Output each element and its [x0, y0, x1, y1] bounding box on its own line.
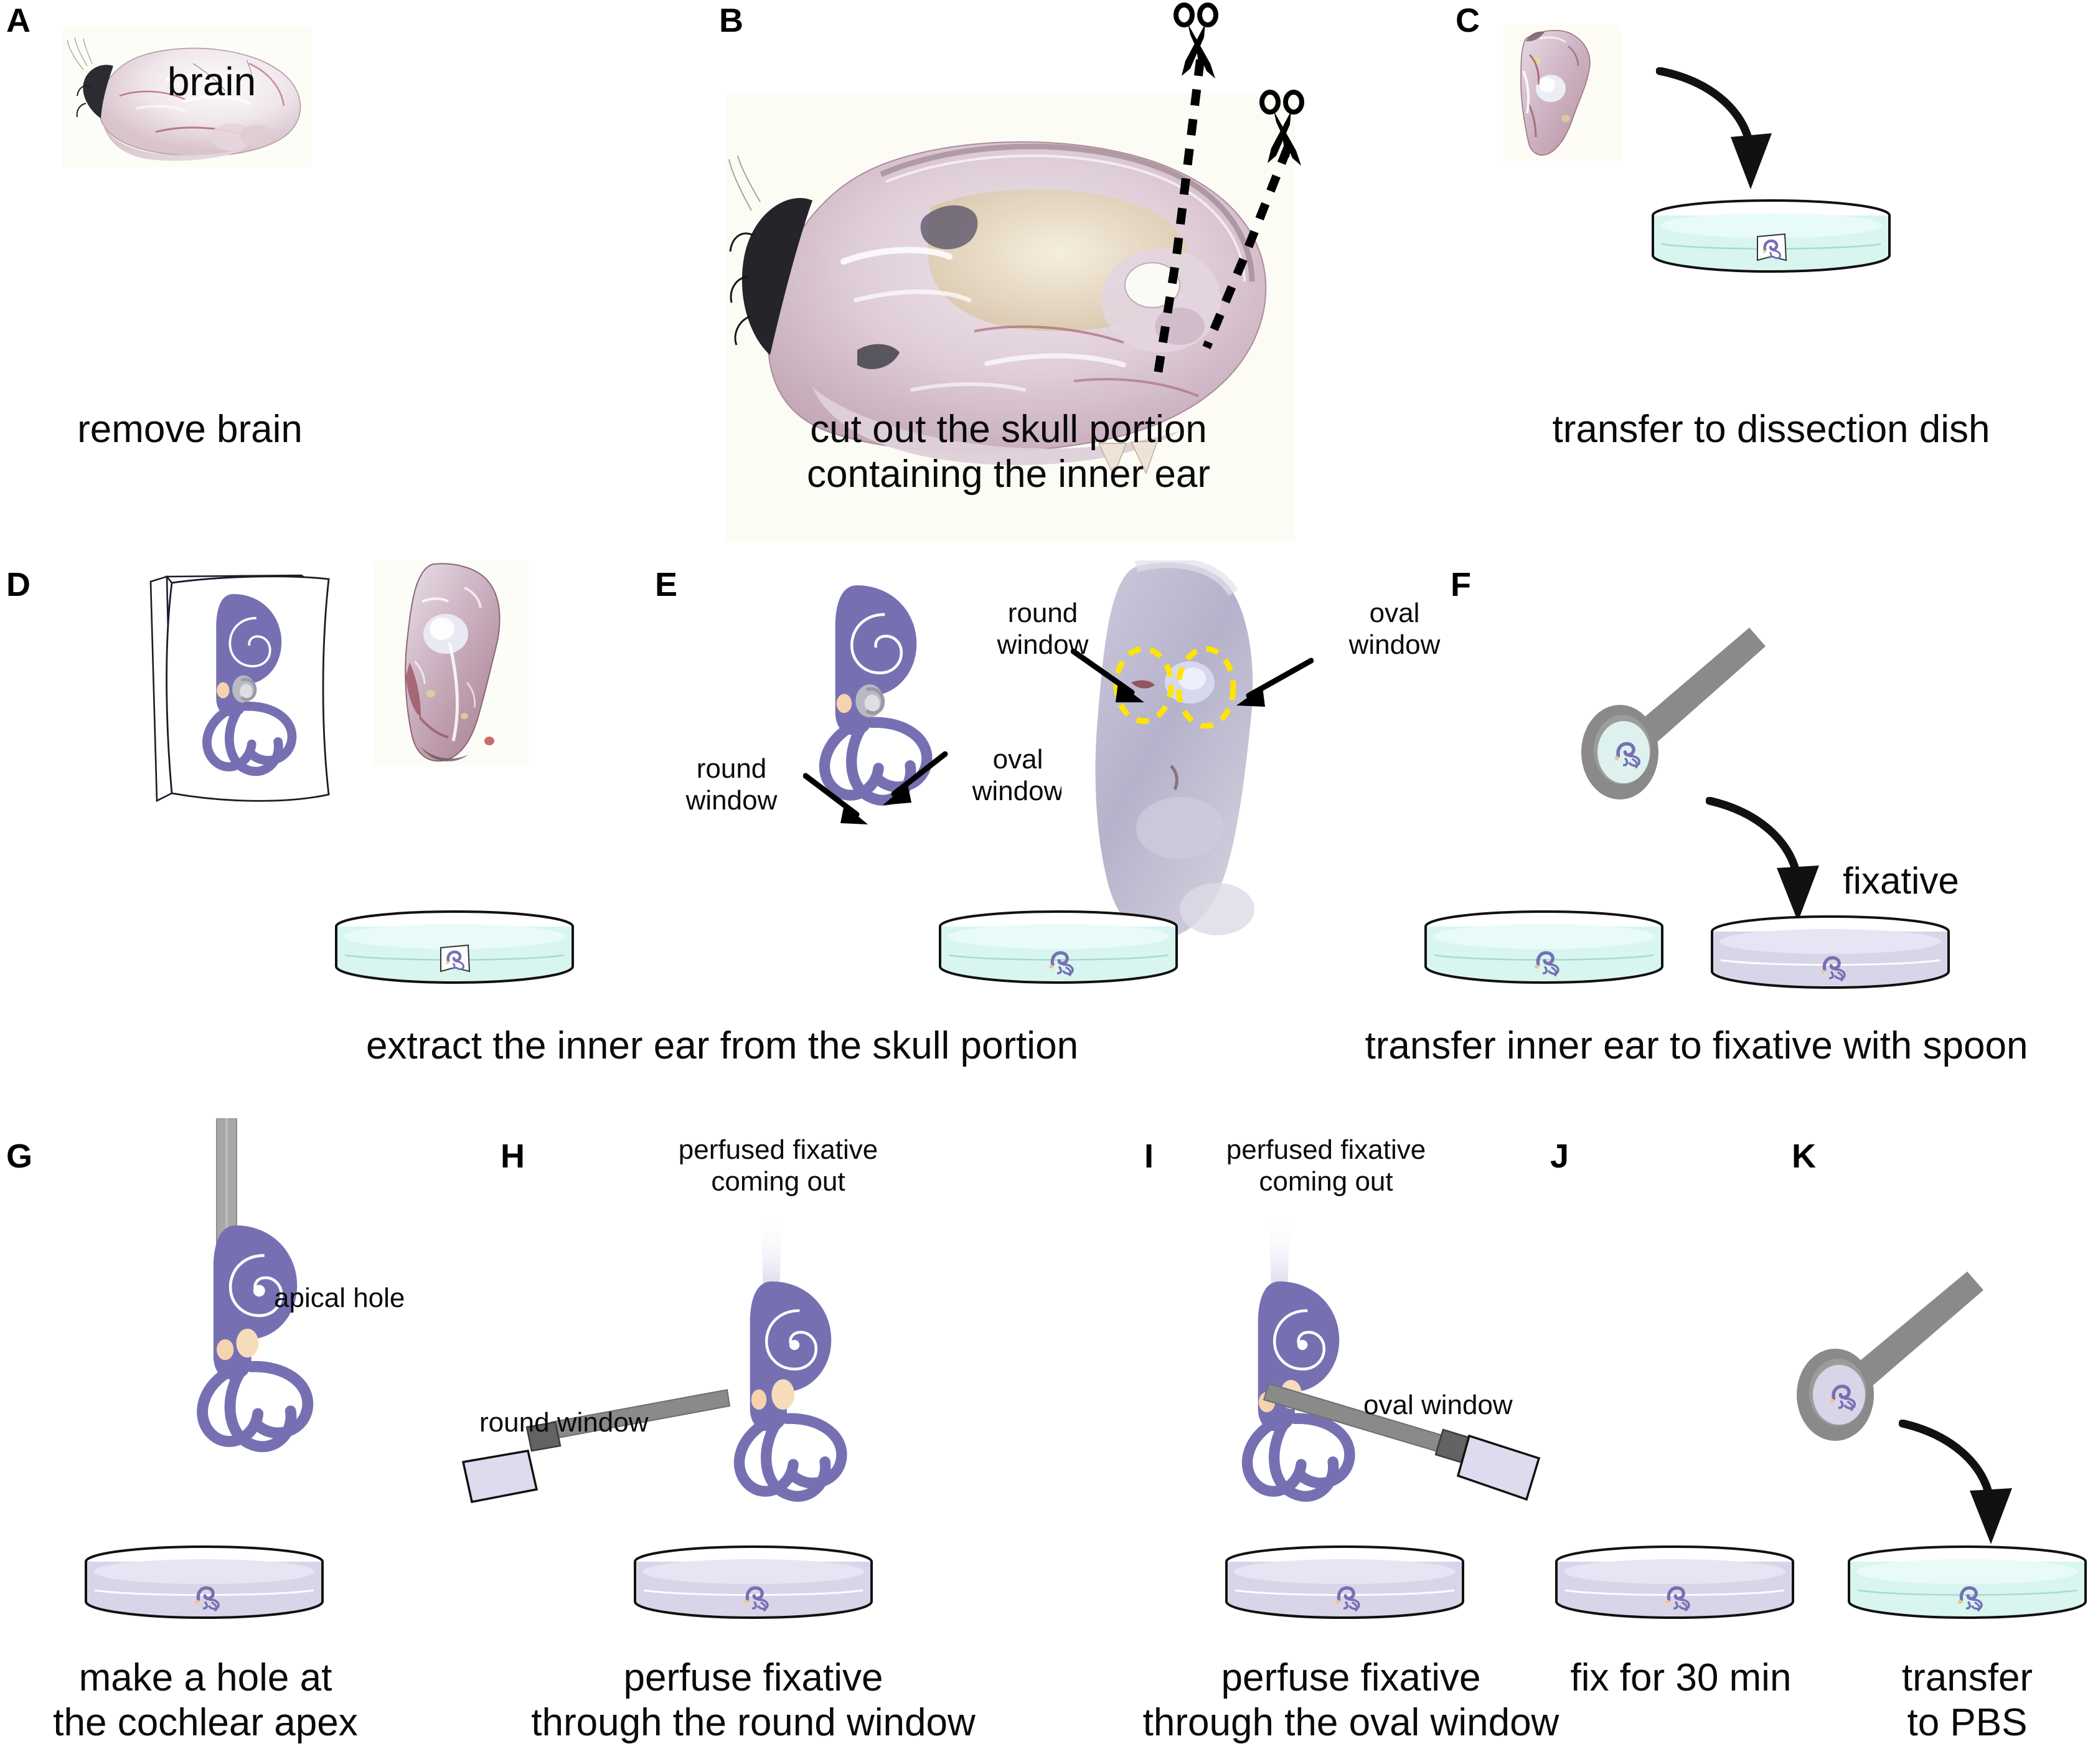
caption-h-line2: through the round window: [531, 1701, 976, 1744]
panel-h-dish: [629, 1544, 878, 1625]
caption-g-line2: the cochlear apex: [53, 1701, 358, 1744]
arrow-to-round-window-diagram: [803, 773, 868, 824]
panel-b-photo: [725, 95, 1295, 542]
caption-k-line2: to PBS: [1907, 1701, 2028, 1744]
annotation-line: window: [1348, 629, 1441, 660]
panel-e-photo: [1061, 560, 1310, 971]
caption-de: extract the inner ear from the skull por…: [365, 1024, 1079, 1067]
caption-c: transfer to dissection dish: [1552, 408, 1990, 451]
panel-letter-f: F: [1451, 566, 1471, 603]
round-window-target: [751, 1389, 767, 1410]
annotation-line: coming out: [1259, 1166, 1393, 1197]
panel-d-slab-diagram: [149, 574, 330, 803]
apical-hole-mark: [253, 1285, 265, 1297]
panel-letter-d: D: [6, 566, 31, 603]
panel-k-dish: [1843, 1544, 2092, 1625]
caption-h-line1: perfuse fixative: [623, 1656, 883, 1699]
caption-g-line1: make a hole at: [78, 1656, 332, 1699]
panel-b-cut-overlay: [1154, 2, 1304, 375]
panel-h-ear-diagram: [733, 1214, 847, 1502]
annotation-oval-window-photo: oval window: [1307, 598, 1482, 661]
brain-label: brain: [167, 59, 256, 104]
annotation-oval-window-diagram: oval window: [937, 744, 1099, 807]
caption-f: transfer inner ear to fixative with spoo…: [1365, 1024, 2028, 1067]
panel-f-dish-fixative: [1706, 914, 1955, 995]
panel-c-transfer-arrow: [1656, 67, 1772, 189]
photo-oval-window-highlight: [1175, 646, 1236, 729]
caption-i-line1: perfuse fixative: [1221, 1656, 1481, 1699]
fixative-label: fixative: [1843, 860, 1959, 902]
annotation-apical-hole: apical hole: [274, 1283, 405, 1313]
annotation-line: window: [685, 785, 778, 816]
scissors-icon: [1259, 90, 1304, 166]
panel-c-dish: [1647, 198, 1896, 279]
panel-letter-g: G: [6, 1138, 33, 1175]
annotation-line: round: [1007, 598, 1078, 628]
scissors-icon: [1174, 2, 1218, 78]
panel-f-fixative-arrow: [1706, 797, 1819, 922]
annotation-line: window: [972, 775, 1064, 806]
panel-letter-e: E: [655, 566, 678, 603]
panel-d-photo: [374, 560, 529, 766]
arrow-to-oval-window-diagram: [883, 751, 948, 805]
caption-j: fix for 30 min: [1570, 1656, 1792, 1699]
annotation-perfused-fixative-i: perfused fixative coming out: [1170, 1134, 1482, 1197]
panel-i-syringe-tool: [1263, 1382, 1541, 1501]
panel-letter-i: I: [1144, 1138, 1154, 1175]
panel-letter-h: H: [501, 1138, 525, 1175]
panel-letter-k: K: [1792, 1138, 1816, 1175]
annotation-round-window-h: round window: [479, 1407, 649, 1438]
panel-f-dish-pbs: [1419, 909, 1668, 990]
annotation-perfused-fixative-h: perfused fixative coming out: [623, 1134, 934, 1197]
panel-g-dish: [80, 1544, 329, 1625]
panel-e-dish: [934, 909, 1183, 990]
annotation-line: perfused fixative: [1226, 1134, 1426, 1165]
annotation-line: oval: [1369, 598, 1420, 628]
panel-f-spoon-tool: [1581, 628, 1766, 799]
annotation-line: perfused fixative: [678, 1134, 878, 1165]
caption-b-line1: cut out the skull portion: [810, 408, 1207, 451]
panel-k-transfer-arrow: [1899, 1420, 2012, 1544]
arrow-to-round-window-photo: [1071, 648, 1144, 702]
panel-h-syringe-tool: [461, 1389, 731, 1504]
annotation-line: coming out: [711, 1166, 845, 1197]
caption-a: remove brain: [77, 408, 303, 451]
annotation-line: round: [696, 753, 767, 784]
panel-c-photo: [1503, 25, 1622, 161]
photo-round-window-highlight: [1113, 646, 1174, 724]
annotation-round-window-diagram: round window: [647, 753, 816, 816]
panel-d-dish: [330, 909, 579, 990]
panel-letter-b: B: [719, 2, 743, 39]
panel-letter-c: C: [1456, 2, 1480, 39]
panel-a-photo: [62, 26, 311, 168]
arrow-to-oval-window-photo: [1236, 658, 1314, 707]
panel-k-spoon-tool: [1797, 1271, 1983, 1441]
panel-j-dish: [1550, 1544, 1799, 1625]
panel-i-dish: [1220, 1544, 1469, 1625]
caption-b-line2: containing the inner ear: [806, 453, 1210, 496]
annotation-oval-window-i: oval window: [1363, 1390, 1513, 1420]
panel-g-ear-diagram: [197, 1225, 314, 1453]
diagram-round-window: [836, 694, 852, 714]
caption-k-line1: transfer: [1901, 1656, 2033, 1699]
panel-letter-a: A: [6, 2, 31, 39]
panel-letter-j: J: [1550, 1138, 1569, 1175]
annotation-line: oval: [992, 744, 1043, 775]
caption-i-line2: through the oval window: [1142, 1701, 1559, 1744]
